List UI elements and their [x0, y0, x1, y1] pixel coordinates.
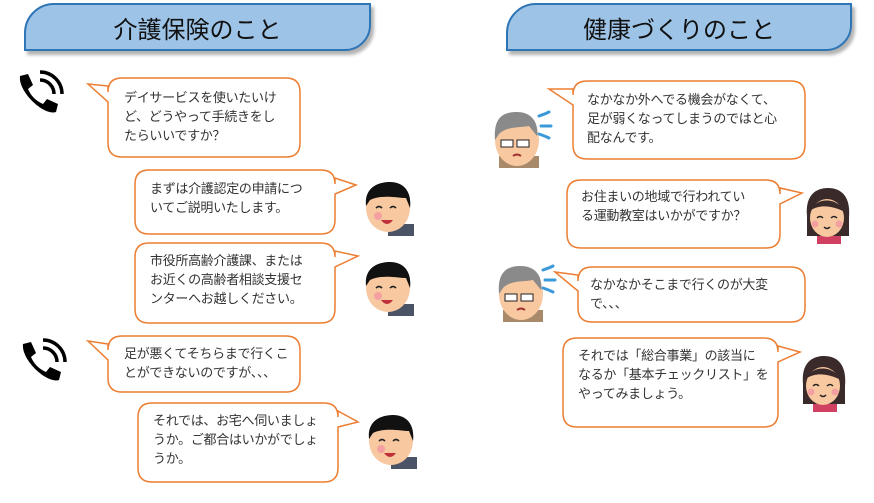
health-message-4: それでは「総合事業」の該当になるか「基本チェックリスト」をやってみましょう。: [578, 349, 769, 402]
worried-elderly-man-icon: [498, 264, 557, 322]
care-section-header: 介護保険のこと: [24, 3, 371, 51]
staff-woman-icon: [802, 356, 846, 412]
speech-bubble: [85, 77, 301, 158]
speech-bubble: [552, 266, 806, 323]
speech-bubble: [562, 337, 803, 428]
phone-icon: [19, 70, 64, 113]
health-message-2: お住まいの地域で行われている運動教室はいかがですか？: [581, 190, 747, 224]
staff-woman-icon: [806, 188, 850, 244]
care-message-3: 市役所高齢介護課、またはお近くの高齢者相談支援センターへお越しください。: [150, 254, 303, 307]
care-message-5: それでは、お宅へ伺いましょうか。ご都合はいかがでしょうか。: [153, 414, 318, 467]
worried-elderly-man-icon: [494, 110, 553, 168]
phone-icon: [22, 338, 67, 381]
care-message-1: デイサービスを使いたいけど、どうやって手続きをしたらいいですか？: [124, 91, 277, 144]
care-message-2: まずは介護認定の申請についてご説明いたします。: [150, 182, 303, 216]
speech-bubble: [137, 402, 361, 483]
staff-man-icon: [365, 262, 414, 316]
speech-bubble: [85, 335, 301, 393]
speech-bubble: [566, 179, 805, 249]
staff-man-icon: [365, 182, 414, 236]
speech-bubble: [546, 80, 806, 160]
health-message-3: なかなかそこまで行くのが大変で、、、: [590, 278, 768, 312]
care-message-4: 足が悪くてそちらまで行くことができないのですが、、、: [124, 347, 289, 381]
health-message-1: なかなか外へでる機会がなくて、足が弱くなってしまうのではと心配なんです。: [587, 93, 777, 146]
speech-bubble: [134, 169, 359, 235]
health-section-header: 健康づくりのこと: [506, 3, 852, 51]
speech-bubble: [134, 242, 361, 324]
staff-man-icon: [368, 415, 417, 469]
